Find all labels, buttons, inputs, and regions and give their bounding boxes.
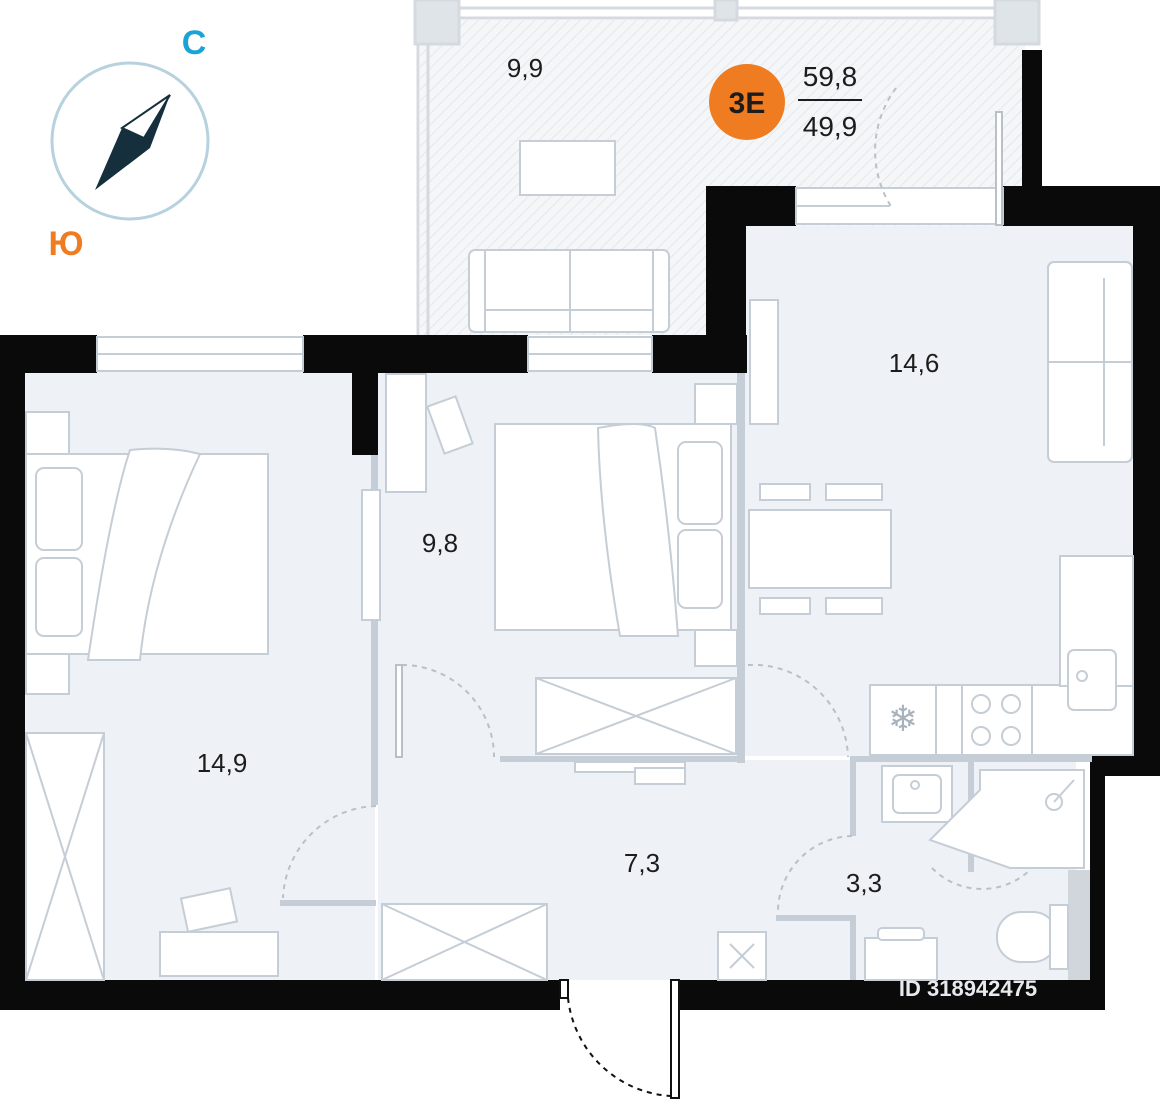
furniture: ❄: [25, 140, 1134, 981]
bedroom-middle-area-label: 9,8: [422, 528, 458, 558]
kitchen-fridge: [869, 684, 937, 756]
walls: [0, 50, 1160, 1010]
bathroom-area-label: 3,3: [846, 868, 882, 898]
watermark-id: ID 318942475: [899, 976, 1037, 1001]
balcony-area-label: 9,9: [507, 53, 543, 83]
kitchen-tv-cabinet: [749, 299, 779, 425]
windows: [96, 187, 1004, 372]
apartment-badge: 3E 59,8 49,9: [709, 61, 862, 142]
bedroom-left-desk: [159, 931, 279, 977]
compass-south-label: Ю: [48, 225, 83, 263]
snowflake-icon: ❄: [888, 698, 918, 739]
kitchen-dining-table: [748, 509, 892, 589]
apartment-type-circle: [709, 64, 785, 140]
partitions: [280, 373, 1092, 980]
bedroom-middle-desk: [385, 373, 427, 493]
doors: [282, 87, 1031, 1099]
total-area-label: 59,8: [803, 61, 858, 92]
bedroom-left-area-label: 14,9: [197, 748, 248, 778]
compass-ring: [50, 61, 210, 221]
balcony-table: [519, 140, 616, 196]
living-area-label: 49,9: [803, 111, 858, 142]
compass: С Ю: [48, 24, 210, 263]
bathroom-shower: [928, 769, 1085, 869]
bathroom-toilet: [996, 911, 1058, 963]
kitchen-stove: [961, 684, 1033, 756]
compass-north-label: С: [182, 24, 207, 62]
kitchen-area-label: 14,6: [889, 348, 940, 378]
apartment-type-label: 3E: [729, 87, 766, 120]
room-labels: 9,9 14,9 9,8 14,6 7,3 3,3: [197, 53, 940, 898]
hallway-area-label: 7,3: [624, 848, 660, 878]
bathroom-washer: [864, 937, 938, 981]
balcony-frame: [413, 0, 1041, 335]
